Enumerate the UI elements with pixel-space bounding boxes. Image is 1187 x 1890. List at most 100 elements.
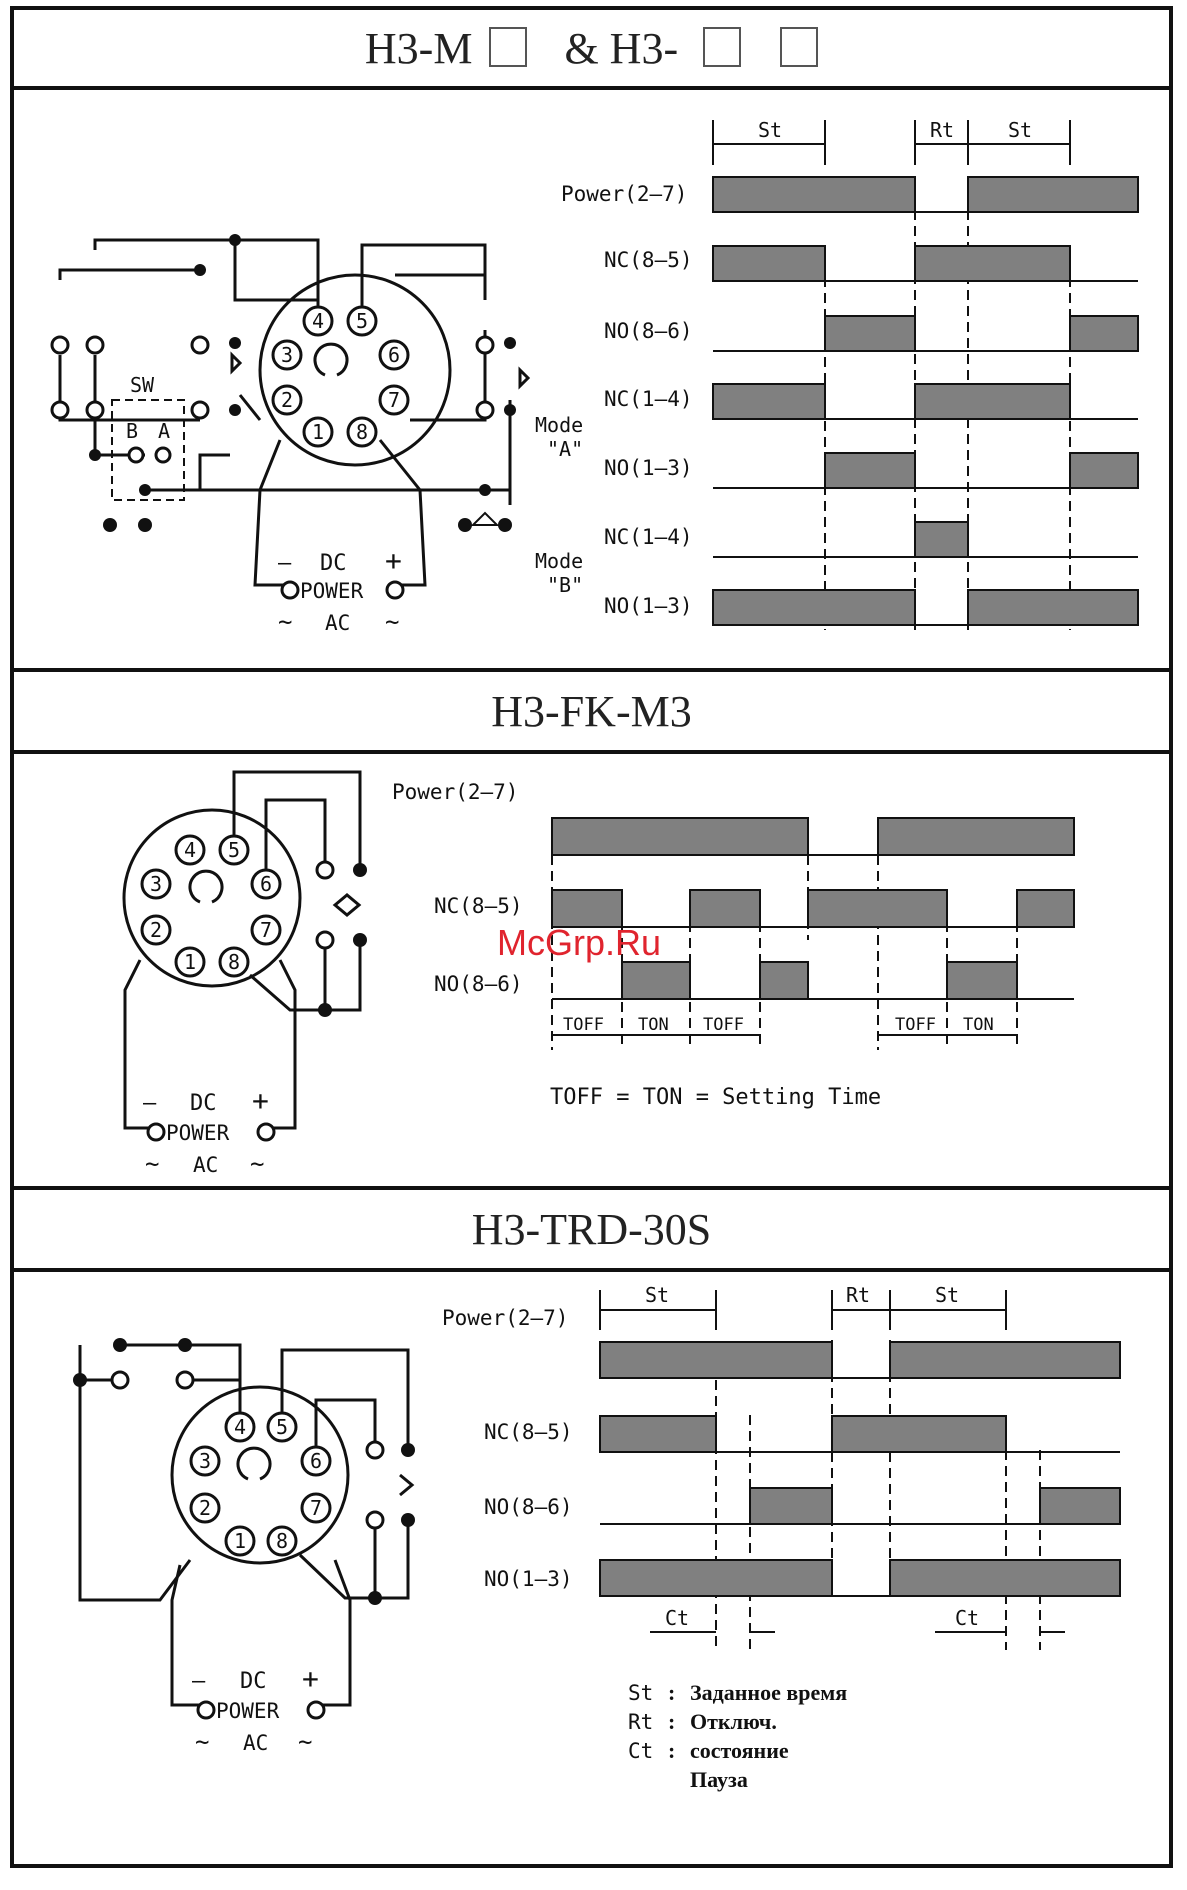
title-part-model-2: & H3- [564, 23, 679, 73]
signal-label: Power(2–7) [392, 780, 518, 804]
wiring-diagram-2 [122, 770, 362, 1130]
interval-st: St [758, 118, 782, 142]
divider [10, 1268, 1173, 1272]
legend-key: St [628, 1681, 653, 1705]
supply-dc: DC [320, 551, 347, 576]
pin-5: 5 [228, 838, 240, 862]
terminal-rings-3 [110, 1370, 385, 1720]
section-3-header: H3-TRD-30S [10, 1190, 1173, 1268]
pin-7: 7 [310, 1496, 322, 1520]
timing-chart-1: St Rt St Power(2–7) NC(8–5) NO(8–6) NC(1… [535, 118, 1139, 630]
supply-dc: DC [240, 1669, 267, 1694]
plus-sign: + [252, 1084, 269, 1117]
ac-symbol: ~ [278, 608, 292, 636]
mode-label: Mode [535, 549, 583, 573]
signal-label: NC(8–5) [434, 894, 523, 918]
legend-text: Заданное время [690, 1680, 847, 1705]
wiring-diagram-1 [58, 238, 531, 587]
supply-ac: AC [193, 1153, 218, 1177]
pin-5: 5 [276, 1415, 288, 1439]
pin-6: 6 [260, 872, 272, 896]
terminal-dots-3 [73, 1338, 415, 1605]
section-3-title: H3-TRD-30S [471, 1204, 712, 1254]
pin-2: 2 [150, 918, 162, 942]
legend-text: Отключ. [690, 1709, 777, 1734]
supply-ac: AC [243, 1731, 268, 1755]
timing-toff: TOFF [895, 1015, 936, 1035]
timing-chart-2: Power(2–7) NC(8–5) NO(8–6) TOFF TON TOFF… [392, 780, 1075, 1110]
pin-7: 7 [260, 918, 272, 942]
minus-sign: — [278, 551, 292, 576]
signal-label: NC(8–5) [604, 248, 693, 272]
interval-rt: Rt [930, 118, 954, 142]
pin-4: 4 [234, 1415, 246, 1439]
divider [10, 668, 1173, 672]
relay-socket [258, 273, 452, 467]
placeholder-box [780, 26, 819, 67]
timing-ton: TON [638, 1015, 669, 1035]
pin-7: 7 [388, 388, 400, 412]
supply-power: POWER [166, 1121, 230, 1145]
legend-colon: : [668, 1709, 675, 1734]
switch-label: SW [130, 373, 155, 397]
supply-power: POWER [300, 579, 364, 603]
signal-label: NO(8–6) [604, 319, 693, 343]
legend-colon: : [668, 1680, 675, 1705]
section-1-title: H3-M & H3- [364, 23, 819, 74]
legend-colon: : [668, 1738, 675, 1763]
terminal-dots-1 [89, 234, 516, 532]
signal-label: NO(1–3) [604, 456, 693, 480]
switch-pos-b: B [126, 419, 138, 443]
minus-sign: — [192, 1669, 206, 1694]
timing-toff: TOFF [563, 1015, 604, 1035]
wiring-labels-3: 4 5 3 6 2 7 1 8 — DC + POWER ~ AC ~ [192, 1415, 322, 1756]
pin-8: 8 [276, 1529, 288, 1553]
pin-8: 8 [356, 420, 368, 444]
watermark: McGrp.Ru [497, 922, 661, 963]
title-part-model: H3-M [364, 23, 473, 73]
interval-st: St [935, 1283, 959, 1307]
pin-1: 1 [234, 1529, 246, 1553]
timing-chart-3: St Rt St Power(2–7) NC(8–5) NO(8–6) NO(1… [442, 1283, 1121, 1650]
supply-power: POWER [216, 1699, 280, 1723]
divider [10, 86, 1173, 90]
ac-symbol: ~ [145, 1150, 159, 1178]
legend-key: Ct [628, 1739, 653, 1763]
terminal-dots-2 [318, 863, 367, 1017]
pin-2: 2 [199, 1496, 211, 1520]
signal-label: Power(2–7) [442, 1306, 568, 1330]
plus-sign: + [302, 1662, 319, 1695]
pin-2: 2 [281, 388, 293, 412]
mode-label: "A" [547, 437, 583, 461]
pin-4: 4 [184, 838, 196, 862]
signal-label: Power(2–7) [561, 182, 687, 206]
timing-ct: Ct [665, 1606, 689, 1630]
supply-ac: AC [325, 611, 350, 635]
section-2-header: H3-FK-M3 [10, 672, 1173, 750]
pin-1: 1 [184, 950, 196, 974]
interval-st: St [645, 1283, 669, 1307]
terminal-rings-1 [50, 335, 495, 600]
signal-label: NC(1–4) [604, 525, 693, 549]
pin-4: 4 [312, 309, 324, 333]
signal-label: NO(1–3) [484, 1567, 573, 1591]
placeholder-box [489, 26, 528, 67]
pin-3: 3 [199, 1449, 211, 1473]
divider [10, 750, 1173, 754]
legend: St : Заданное время Rt : Отключ. Ct : со… [628, 1680, 847, 1792]
mode-label: Mode [535, 413, 583, 437]
legend-text: Пауза [690, 1767, 748, 1792]
pin-3: 3 [281, 343, 293, 367]
ac-symbol: ~ [250, 1150, 264, 1178]
page-frame [10, 6, 1173, 1868]
timing-toff: TOFF [703, 1015, 744, 1035]
signal-label: NC(1–4) [604, 387, 693, 411]
plus-sign: + [385, 544, 402, 577]
pin-8: 8 [228, 950, 240, 974]
timing-ton: TON [963, 1015, 994, 1035]
section-1-header: H3-M & H3- [10, 10, 1173, 86]
signal-label: NO(1–3) [604, 594, 693, 618]
pin-6: 6 [388, 343, 400, 367]
section-2-title: H3-FK-M3 [491, 686, 692, 736]
wiring-labels-1: SW B A 4 5 3 6 2 7 1 8 — DC + POWER ~ AC… [126, 309, 402, 636]
